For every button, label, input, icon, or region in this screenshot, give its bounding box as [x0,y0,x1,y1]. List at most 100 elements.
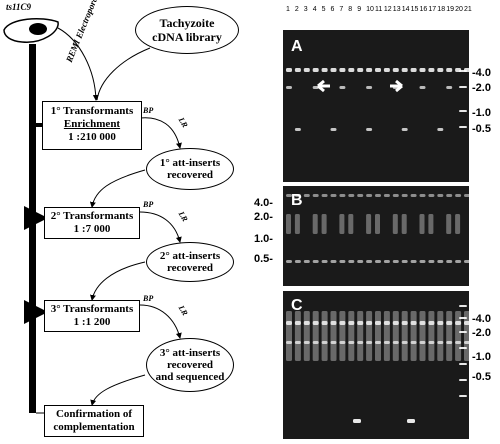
strain-label: ts11C9 [6,2,32,12]
marker-c-2: -2.0 [472,327,491,339]
inserts-2-line2: recovered [166,262,213,274]
gel-band [459,126,467,128]
gel-band [455,341,462,344]
gel-band [303,68,310,72]
gel-band [375,214,380,234]
gel-band [419,86,426,89]
lane-number: 21 [464,6,472,13]
inserts-2-oval: 2° att-inserts recovered [146,242,234,282]
lane-number: 14 [401,6,410,13]
gel-band [312,341,319,344]
gel-band [294,321,301,325]
gel-band [392,194,399,197]
gel-band [446,321,453,325]
gel-band [330,260,337,263]
lane-number: 6 [330,6,335,13]
gel-band [428,341,435,344]
marker-c-1: -1.0 [472,351,491,363]
gel-band [339,68,346,72]
gel-band [419,214,425,234]
transformants-1-title: 1° Transformants [50,105,134,117]
lane-number: 13 [392,6,401,13]
gel-band [459,110,467,112]
gel-band [419,260,426,263]
lane-number: 11 [375,6,383,13]
gel-band [459,305,467,307]
gel-band [330,321,337,325]
transformants-1-ratio: 1 :210 000 [68,131,116,143]
gel-band [339,86,346,89]
gel-band [410,321,417,325]
gel-band [339,341,346,344]
panel-a-label: A [291,38,303,55]
gel-band [419,68,426,72]
gel-band [455,214,461,234]
gel-band [459,363,467,365]
gel-band [286,86,292,89]
gel-band [446,86,453,89]
lane-number: 19 [446,6,454,13]
lane-number: 9 [357,6,362,13]
lane-number: 18 [437,6,446,13]
gel-band [419,321,426,325]
gel-band [357,321,364,325]
gel-band [294,311,301,361]
lane-number: 17 [428,6,437,13]
gel-band [312,311,319,361]
gel-band [375,311,381,361]
gel-band [353,419,361,423]
gel-band [339,321,346,325]
gel-band [375,321,381,325]
marker-b-05: 0.5- [254,253,273,265]
confirmation-box: Confirmation of complementation [44,405,144,437]
lane-number: 15 [410,6,419,13]
gel-band [383,311,390,361]
gel-band [366,341,373,344]
library-line2: cDNA library [152,30,222,44]
gel-band [401,341,408,344]
gel-a-bands [286,68,470,131]
transformants-3-box: 3° Transformants 1 :1 200 [44,300,140,332]
gel-band [383,260,390,263]
gel-band [303,260,310,263]
gel-band [419,194,426,197]
inserts-1-oval: 1° att-inserts recovered [146,148,234,190]
gel-band [464,194,470,197]
gel-band [459,379,467,381]
gel-band [330,341,337,344]
gel-band [330,128,337,131]
gel-panel-b: B [283,186,470,286]
inserts-3-line3: and sequenced [155,371,225,383]
confirmation-line2: complementation [53,421,135,433]
gel-band [286,341,292,344]
inserts-3-line1: 3° att-inserts [159,347,221,359]
gel-band [357,194,364,197]
gel-band [459,70,467,72]
gel-band [401,260,408,263]
gel-band [375,68,381,72]
gel-band [401,311,408,361]
gel-band [330,311,337,361]
lane-number: 2 [294,6,299,13]
gel-panel-a: A [283,30,470,182]
gel-band [348,311,355,361]
gel-band [321,260,328,263]
inserts-1-line1: 1° att-inserts [159,157,221,169]
gel-band [339,214,345,234]
lane-number: 5 [321,6,326,13]
gel-band [348,68,355,72]
gel-band [428,321,435,325]
gel-band [455,321,462,325]
gel-band [383,194,390,197]
gel-band [459,331,467,333]
gel-band [446,194,453,197]
gel-band [330,68,337,72]
panel-c-label: C [291,297,303,314]
gel-band [339,194,346,197]
inserts-1-line2: recovered [166,169,213,181]
transformants-2-title: 2° Transformants [50,210,134,222]
gel-band [357,260,364,263]
parasite-icon [3,17,59,43]
gel-band [312,86,319,89]
gel-band [286,214,291,234]
